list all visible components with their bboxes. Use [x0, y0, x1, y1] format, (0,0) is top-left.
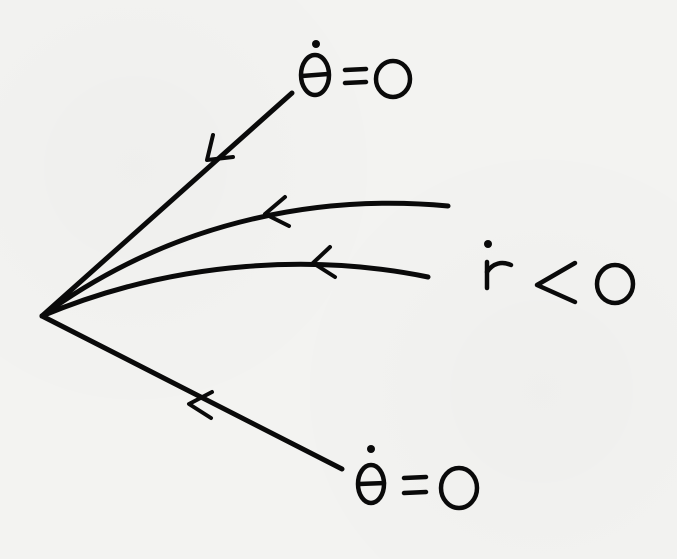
upper-curve	[39, 200, 451, 319]
lower-ray-arrow	[187, 390, 214, 420]
bottom-label-theta-dot-zero	[355, 445, 480, 511]
lower-curve	[39, 261, 431, 319]
right-label-r-dot-less-than-zero	[484, 240, 636, 306]
upper-ray-arrow	[205, 133, 235, 162]
upper-ray	[39, 90, 295, 319]
upper-curve-arrow	[263, 195, 291, 228]
top-label-theta-dot-zero	[298, 40, 413, 100]
lower-curve-arrow	[311, 245, 337, 279]
lower-ray	[39, 313, 345, 472]
